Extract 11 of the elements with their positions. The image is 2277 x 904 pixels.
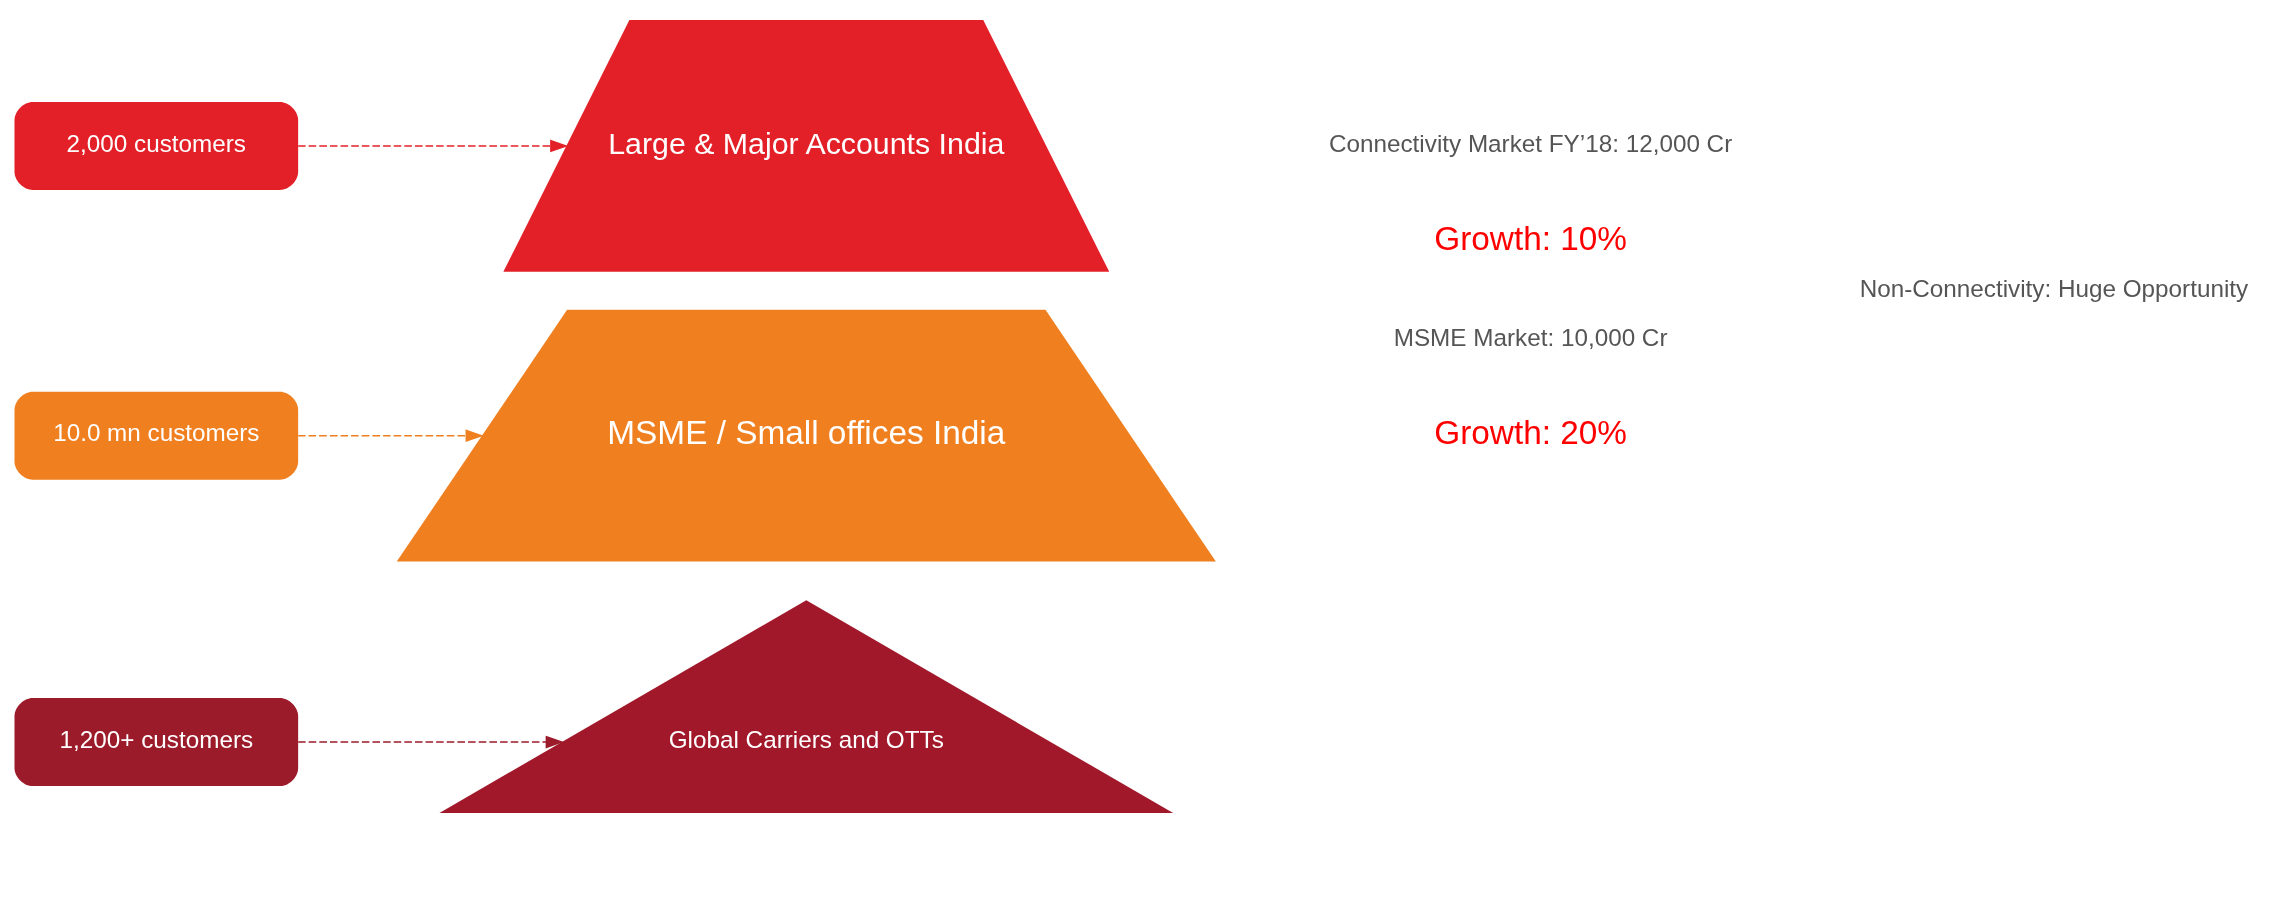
node-box: 10.0 mn customers	[14, 391, 299, 480]
label: Non-Connectivity: Huge Opportunity	[1859, 275, 2249, 303]
label: Growth: 10%	[1434, 220, 1628, 258]
arrow	[297, 735, 564, 749]
arrow	[297, 139, 569, 153]
arrow	[297, 429, 484, 443]
label: Growth: 20%	[1434, 414, 1628, 452]
label: Connectivity Market FY’18: 12,000 Cr	[1328, 129, 1733, 157]
node-box: 2,000 customers	[14, 102, 299, 190]
node-box: 1,200+ customers	[14, 698, 299, 787]
label: MSME Market: 10,000 Cr	[1393, 323, 1668, 351]
